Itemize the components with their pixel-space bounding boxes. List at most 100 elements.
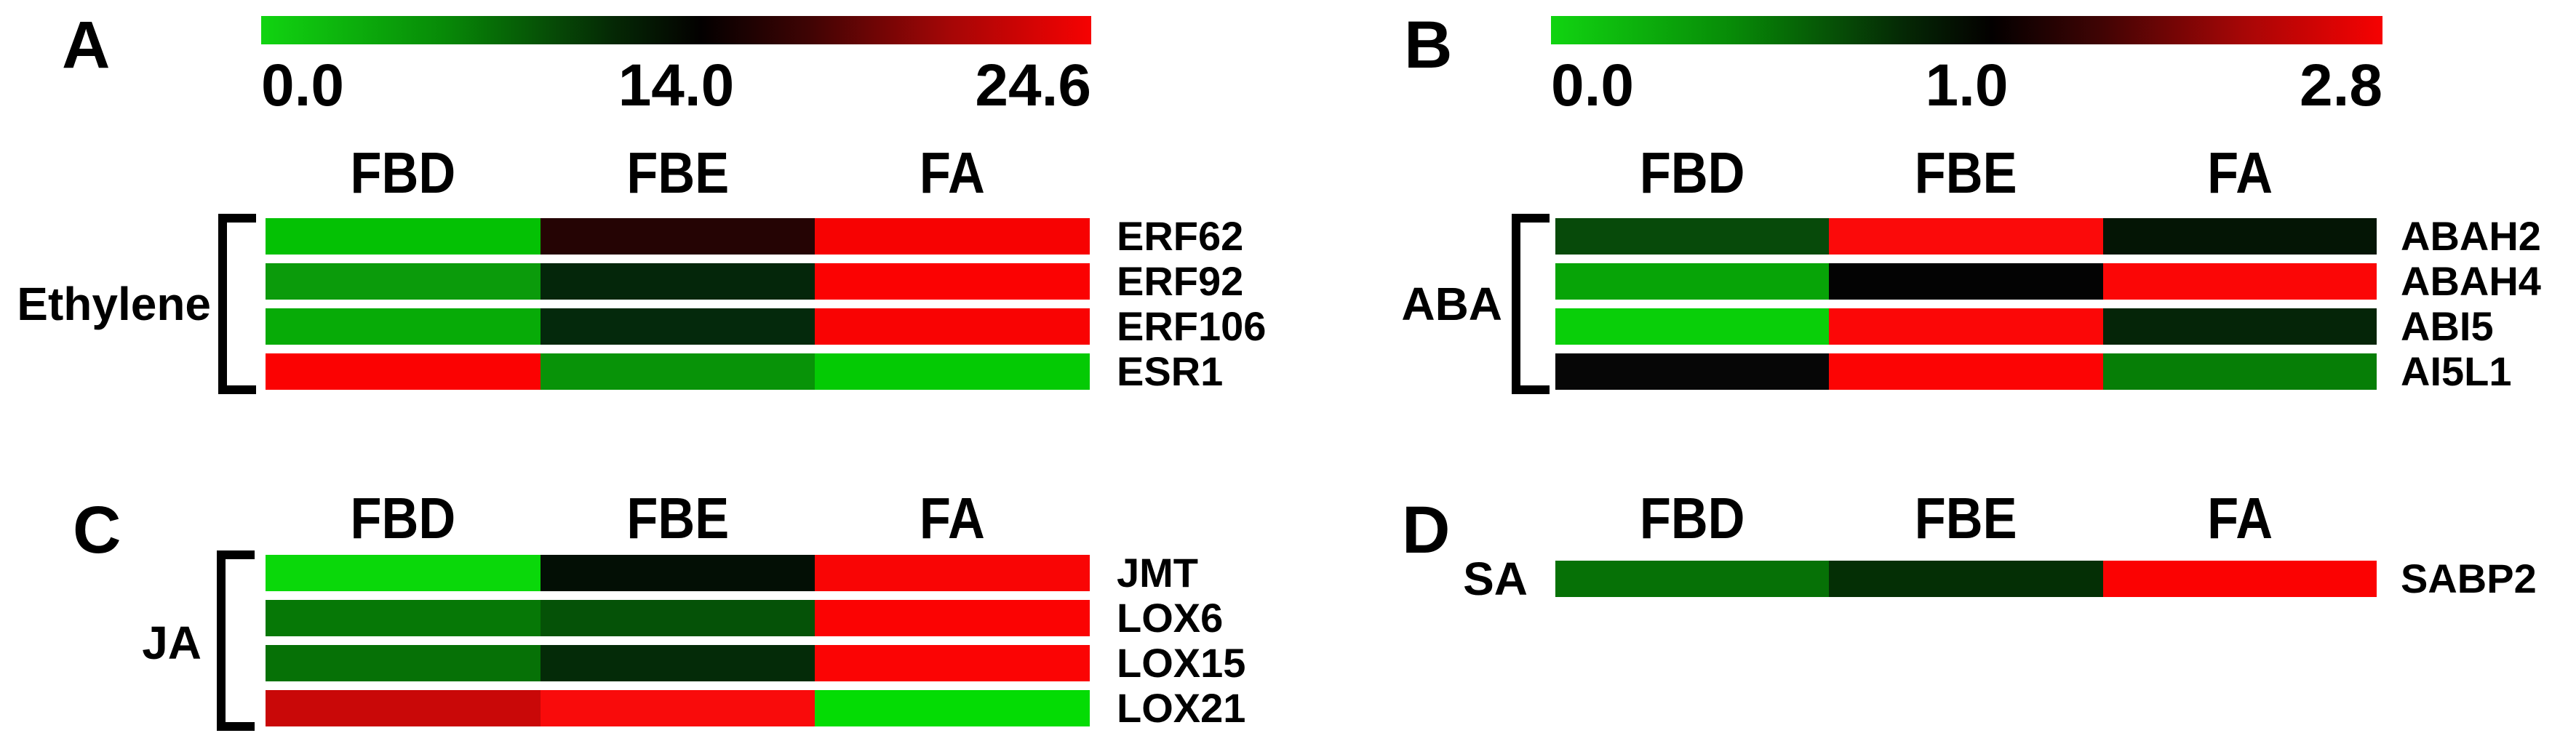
panel-c-letter: C [73, 493, 122, 567]
scale-b-min: 0.0 [1551, 52, 1634, 119]
column-header-b-fbe: FBE [1915, 140, 2017, 205]
heatmap-row-abi5 [1555, 308, 2377, 345]
heatmap-row-ai5l1 [1555, 353, 2377, 390]
cell-sabp2-fa [2102, 561, 2377, 597]
column-header-b-fbd: FBD [1639, 140, 1745, 205]
scale-a-mid: 14.0 [618, 52, 735, 119]
heatmap-row-erf92 [266, 263, 1090, 300]
column-header-d-fa: FA [2206, 486, 2273, 550]
heatmap-row-lox21 [266, 690, 1090, 726]
gene-label-lox15: LOX15 [1117, 640, 1246, 686]
gene-label-ai5l1: AI5L1 [2401, 348, 2512, 394]
cell-abah2-fbd [1555, 218, 1830, 255]
heatmap-row-abah2 [1555, 218, 2377, 255]
cell-jmt-fa [815, 555, 1090, 591]
column-headers-a: FBD FBE FA [266, 143, 1090, 203]
group-label-ethylene: Ethylene [17, 278, 211, 330]
gene-label-abah4: ABAH4 [2401, 258, 2541, 304]
gene-label-erf106: ERF106 [1117, 303, 1267, 349]
cell-lox15-fa [815, 645, 1090, 681]
scale-b-max: 2.8 [2300, 52, 2382, 119]
gene-label-erf92: ERF92 [1117, 258, 1244, 304]
bracket-a [218, 214, 256, 394]
group-label-ja: JA [142, 617, 202, 669]
gene-label-erf62: ERF62 [1117, 213, 1244, 259]
cell-lox6-fbd [266, 600, 541, 636]
gene-label-esr1: ESR1 [1117, 348, 1224, 394]
cell-erf92-fa [815, 263, 1090, 300]
cell-esr1-fbd [266, 353, 541, 390]
gene-label-abah2: ABAH2 [2401, 213, 2541, 259]
column-headers-d: FBD FBE FA [1555, 489, 2377, 548]
cell-erf62-fbd [266, 218, 541, 255]
cell-esr1-fbe [540, 353, 816, 390]
scale-b-mid: 1.0 [1925, 52, 2009, 119]
heatmap-row-jmt [266, 555, 1090, 591]
gene-label-lox21: LOX21 [1117, 685, 1246, 731]
heatmap-row-esr1 [266, 353, 1090, 390]
colorbar-b [1551, 16, 2382, 44]
cell-esr1-fa [815, 353, 1090, 390]
cell-sabp2-fbe [1829, 561, 2103, 597]
cell-lox6-fbe [540, 600, 816, 636]
cell-lox6-fa [815, 600, 1090, 636]
heatmap-row-sabp2 [1555, 561, 2377, 597]
column-header-a-fa: FA [920, 140, 986, 205]
cell-ai5l1-fbe [1829, 353, 2103, 390]
cell-abah2-fbe [1829, 218, 2103, 255]
heatmap-a [266, 218, 1090, 398]
heatmap-b [1555, 218, 2377, 398]
scale-a-min: 0.0 [261, 52, 344, 119]
column-header-b-fa: FA [2206, 140, 2273, 205]
group-label-aba: ABA [1401, 278, 1502, 330]
colorbar-a [261, 16, 1091, 44]
cell-erf106-fa [815, 308, 1090, 345]
cell-erf92-fbd [266, 263, 541, 300]
cell-abah4-fbe [1829, 263, 2103, 300]
cell-sabp2-fbd [1555, 561, 1830, 597]
column-headers-c: FBD FBE FA [266, 489, 1090, 548]
heatmap-row-erf62 [266, 218, 1090, 255]
cell-abah4-fbd [1555, 263, 1830, 300]
column-header-d-fbd: FBD [1639, 486, 1745, 550]
cell-lox21-fbe [540, 690, 816, 726]
column-headers-b: FBD FBE FA [1555, 143, 2377, 203]
column-header-d-fbe: FBE [1915, 486, 2017, 550]
cell-jmt-fbd [266, 555, 541, 591]
cell-lox21-fa [815, 690, 1090, 726]
colorbar-b-scale: 0.0 1.0 2.8 [1551, 52, 2382, 119]
cell-jmt-fbe [540, 555, 816, 591]
cell-erf92-fbe [540, 263, 816, 300]
cell-abi5-fbd [1555, 308, 1830, 345]
column-header-c-fbe: FBE [626, 486, 729, 550]
heatmap-row-abah4 [1555, 263, 2377, 300]
cell-abah4-fa [2102, 263, 2377, 300]
column-header-a-fbe: FBE [626, 140, 729, 205]
bracket-b [1512, 214, 1550, 394]
heatmap-row-lox6 [266, 600, 1090, 636]
cell-erf62-fbe [540, 218, 816, 255]
gene-label-sabp2: SABP2 [2401, 556, 2537, 601]
column-header-a-fbd: FBD [350, 140, 456, 205]
cell-ai5l1-fbd [1555, 353, 1830, 390]
cell-erf106-fbe [540, 308, 816, 345]
panel-b-letter: B [1404, 8, 1454, 82]
heatmap-c [266, 555, 1090, 735]
group-label-sa: SA [1463, 553, 1528, 605]
heatmap-row-erf106 [266, 308, 1090, 345]
gene-label-jmt: JMT [1117, 550, 1198, 596]
column-header-c-fbd: FBD [350, 486, 456, 550]
cell-erf62-fa [815, 218, 1090, 255]
cell-lox15-fbd [266, 645, 541, 681]
cell-lox15-fbe [540, 645, 816, 681]
gene-label-abi5: ABI5 [2401, 303, 2494, 349]
panel-d-letter: D [1402, 493, 1451, 567]
bracket-c [217, 550, 255, 731]
cell-erf106-fbd [266, 308, 541, 345]
cell-lox21-fbd [266, 690, 541, 726]
cell-abi5-fbe [1829, 308, 2103, 345]
cell-abi5-fa [2102, 308, 2377, 345]
panel-a-letter: A [62, 8, 111, 82]
colorbar-a-scale: 0.0 14.0 24.6 [261, 52, 1091, 119]
